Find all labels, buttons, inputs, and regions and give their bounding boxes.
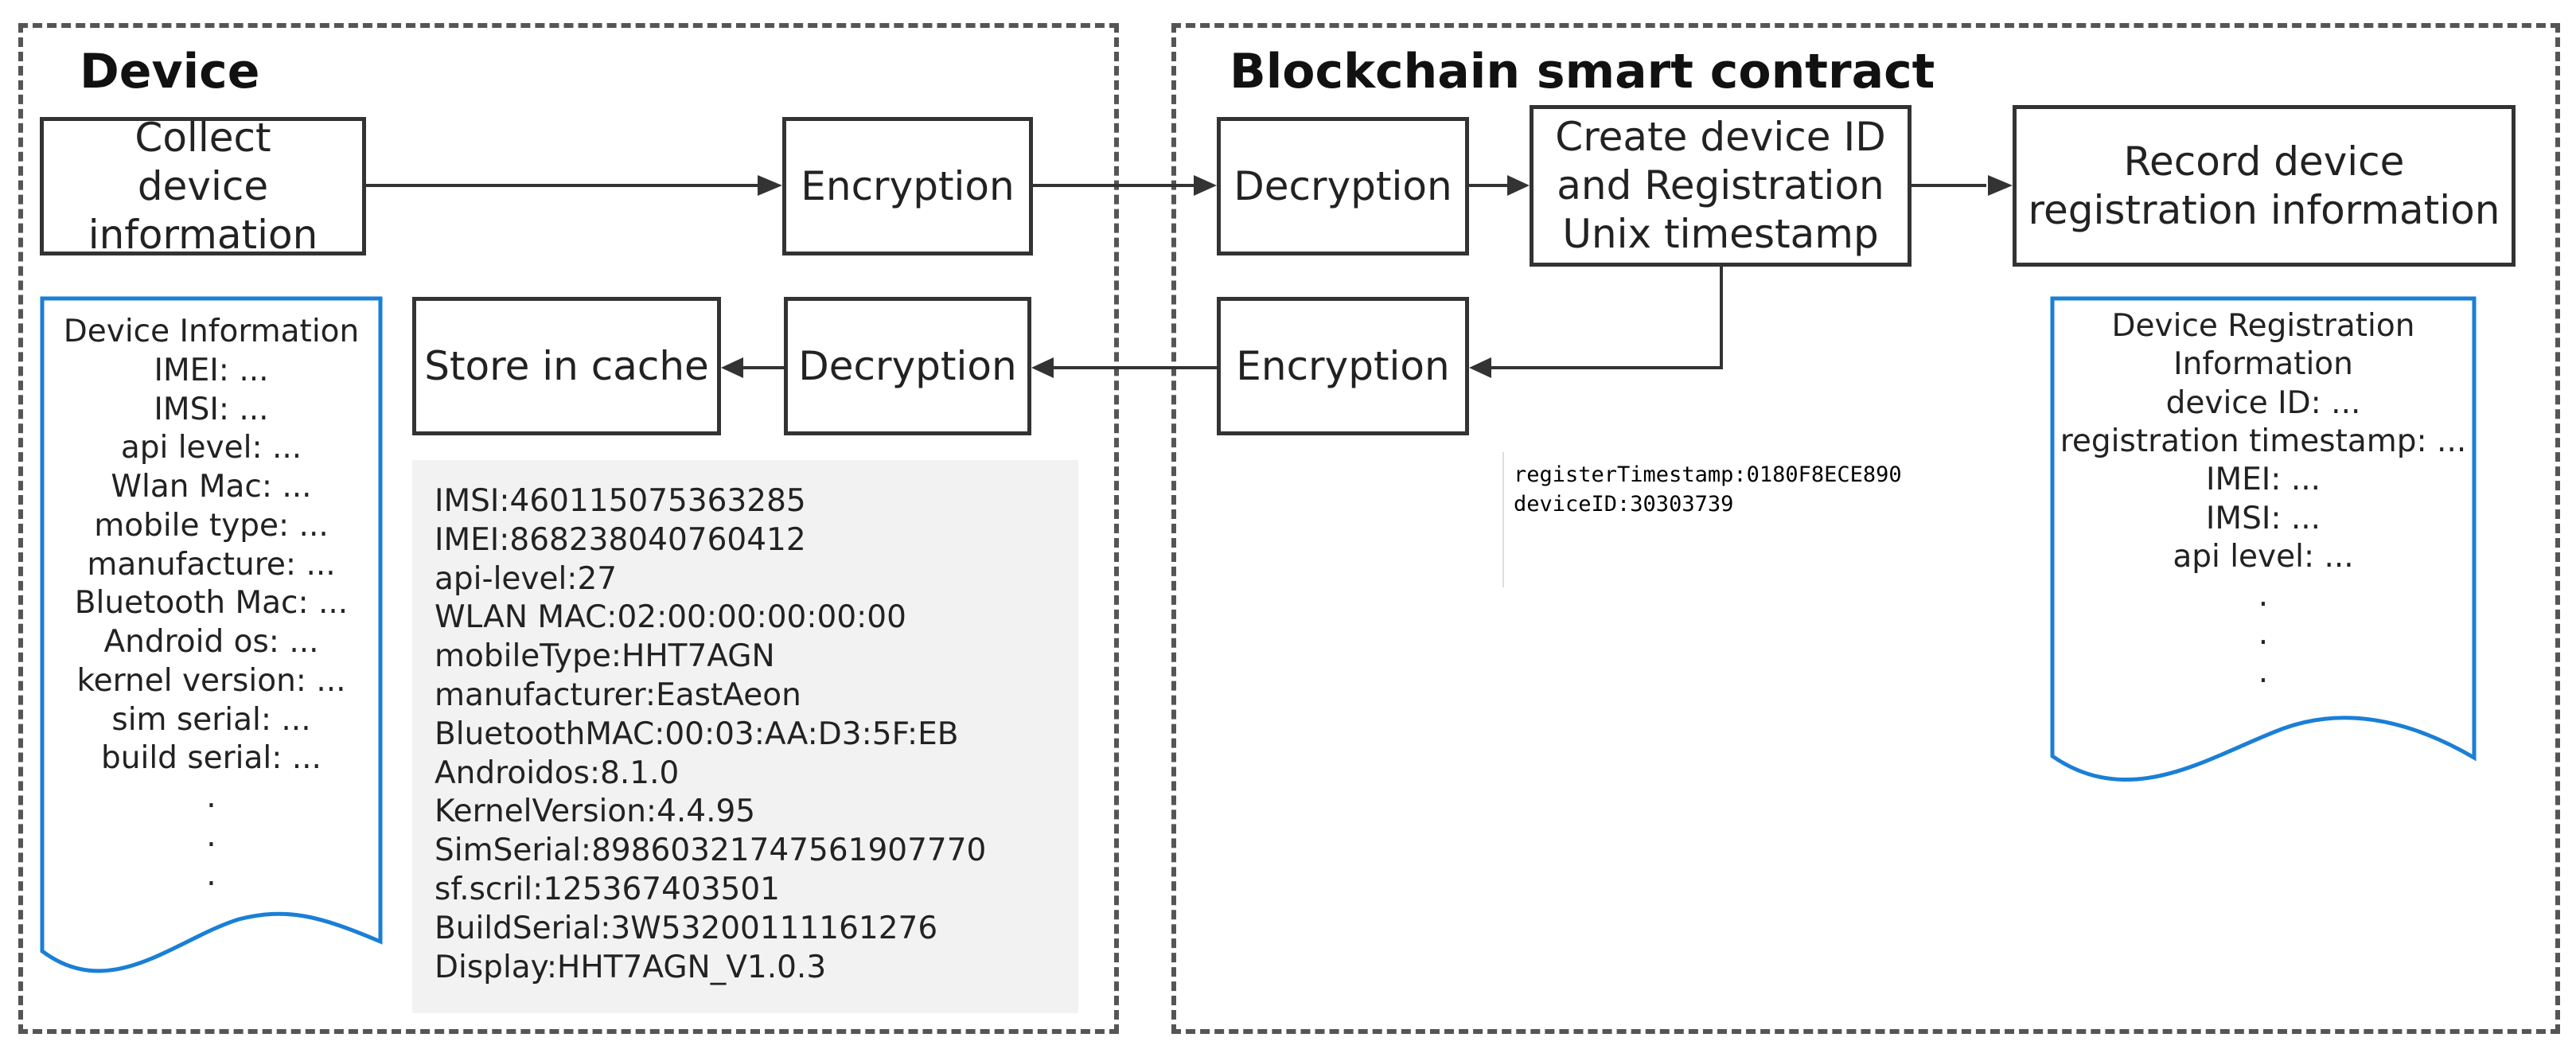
- registration-information-document-shape: [2050, 296, 2477, 782]
- device-info-line: api level: ...: [120, 430, 302, 466]
- registration-info-line: IMEI: ...: [2205, 462, 2321, 498]
- device-info-line: .: [206, 856, 216, 893]
- arrowhead-6: [1031, 357, 1054, 378]
- device-data-line: IMEI:868238040760412: [435, 521, 806, 558]
- device-data-line: KernelVersion:4.4.95: [435, 794, 756, 830]
- device-data-panel: IMSI:460115075363285 IMEI:86823804076041…: [412, 460, 1078, 1013]
- registration-info-line: Device Registration: [2111, 308, 2415, 344]
- connector-create-to-encryption: [1490, 267, 1723, 369]
- device-info-line: .: [206, 779, 216, 815]
- registration-info-line: registration timestamp: ...: [2060, 423, 2467, 460]
- device-region-title: Device: [80, 44, 260, 99]
- decryption-chain-box: Decryption: [1217, 117, 1469, 255]
- store-in-cache-label: Store in cache: [424, 342, 709, 389]
- create-device-id-box: Create device ID and Registration Unix t…: [1530, 105, 1912, 267]
- device-data-line: BluetoothMAC:00:03:AA:D3:5F:EB: [435, 716, 959, 752]
- device-information-document-shape: [40, 296, 383, 973]
- decryption-chain-label: Decryption: [1233, 162, 1452, 209]
- device-info-line: IMSI: ...: [154, 391, 269, 427]
- device-data-line: IMSI:460115075363285: [435, 483, 806, 519]
- device-info-line: IMEI: ...: [154, 352, 269, 388]
- device-data-line: manufacturer:EastAeon: [435, 677, 801, 713]
- device-data-line: api-level:27: [435, 560, 618, 597]
- encryption-device-label: Encryption: [801, 162, 1015, 209]
- encryption-chain-box: Encryption: [1217, 297, 1469, 435]
- device-data-line: BuildSerial:3W53200111161276: [435, 910, 938, 946]
- device-region: [18, 23, 1119, 1034]
- store-in-cache-box: Store in cache: [412, 297, 721, 435]
- device-data-line: mobileType:HHT7AGN: [435, 638, 775, 675]
- create-device-id-label: Create device ID and Registration Unix t…: [1555, 114, 1886, 257]
- decryption-device-box: Decryption: [784, 297, 1031, 435]
- registration-output-line: deviceID:30303739: [1514, 492, 1734, 517]
- registration-output-line: registerTimestamp:0180F8ECE890: [1514, 462, 1902, 487]
- device-data-line: SimSerial:89860321747561907770: [435, 833, 987, 869]
- registration-info-line: api level: ...: [2173, 539, 2354, 575]
- device-information-text: Device Information IMEI: ... IMSI: ... a…: [46, 313, 376, 895]
- device-info-line: build serial: ...: [101, 740, 322, 777]
- device-info-line: mobile type: ...: [94, 507, 329, 544]
- device-info-line: Bluetooth Mac: ...: [74, 585, 349, 622]
- arrowhead-7: [721, 357, 743, 378]
- device-info-line: manufacture: ...: [87, 546, 336, 583]
- device-data-line: Androidos:8.1.0: [435, 755, 680, 791]
- arrowhead-3: [1507, 175, 1530, 196]
- registration-info-line: IMSI: ...: [2205, 500, 2321, 536]
- record-registration-label: Record device registration information: [2028, 138, 2500, 233]
- collect-device-information-label: Collect device information: [88, 114, 318, 258]
- encryption-device-box: Encryption: [782, 117, 1033, 255]
- device-info-line: .: [206, 817, 216, 854]
- registration-info-line: .: [2258, 577, 2269, 614]
- registration-output-snippet: registerTimestamp:0180F8ECE890 deviceID:…: [1502, 452, 1940, 587]
- registration-info-line: device ID: ...: [2165, 384, 2361, 421]
- decryption-device-label: Decryption: [798, 342, 1017, 389]
- blockchain-region-title: Blockchain smart contract: [1230, 44, 1935, 99]
- encryption-chain-label: Encryption: [1236, 342, 1450, 389]
- registration-information-text: Device Registration Information device I…: [2056, 307, 2470, 692]
- arrowhead-1: [758, 175, 782, 196]
- registration-info-line: .: [2258, 654, 2269, 691]
- arrowhead-2: [1194, 175, 1217, 196]
- arrowhead-5: [1469, 357, 1491, 378]
- blockchain-region: [1171, 23, 2560, 1034]
- device-info-line: sim serial: ...: [111, 701, 311, 738]
- registration-info-line: Information: [2173, 346, 2353, 383]
- device-info-line: kernel version: ...: [76, 662, 346, 699]
- registration-info-line: .: [2258, 615, 2269, 652]
- device-data-line: sf.scril:125367403501: [435, 871, 780, 907]
- device-info-line: Android os: ...: [103, 624, 319, 660]
- record-registration-box: Record device registration information: [2013, 105, 2516, 267]
- arrowhead-4: [1988, 175, 2013, 196]
- device-data-line: Display:HHT7AGN_V1.0.3: [435, 949, 827, 985]
- collect-device-information-box: Collect device information: [40, 115, 366, 258]
- device-info-line: Wlan Mac: ...: [111, 469, 312, 505]
- device-data-line: WLAN MAC:02:00:00:00:00:00: [435, 599, 906, 636]
- device-info-line: Device Information: [63, 314, 360, 349]
